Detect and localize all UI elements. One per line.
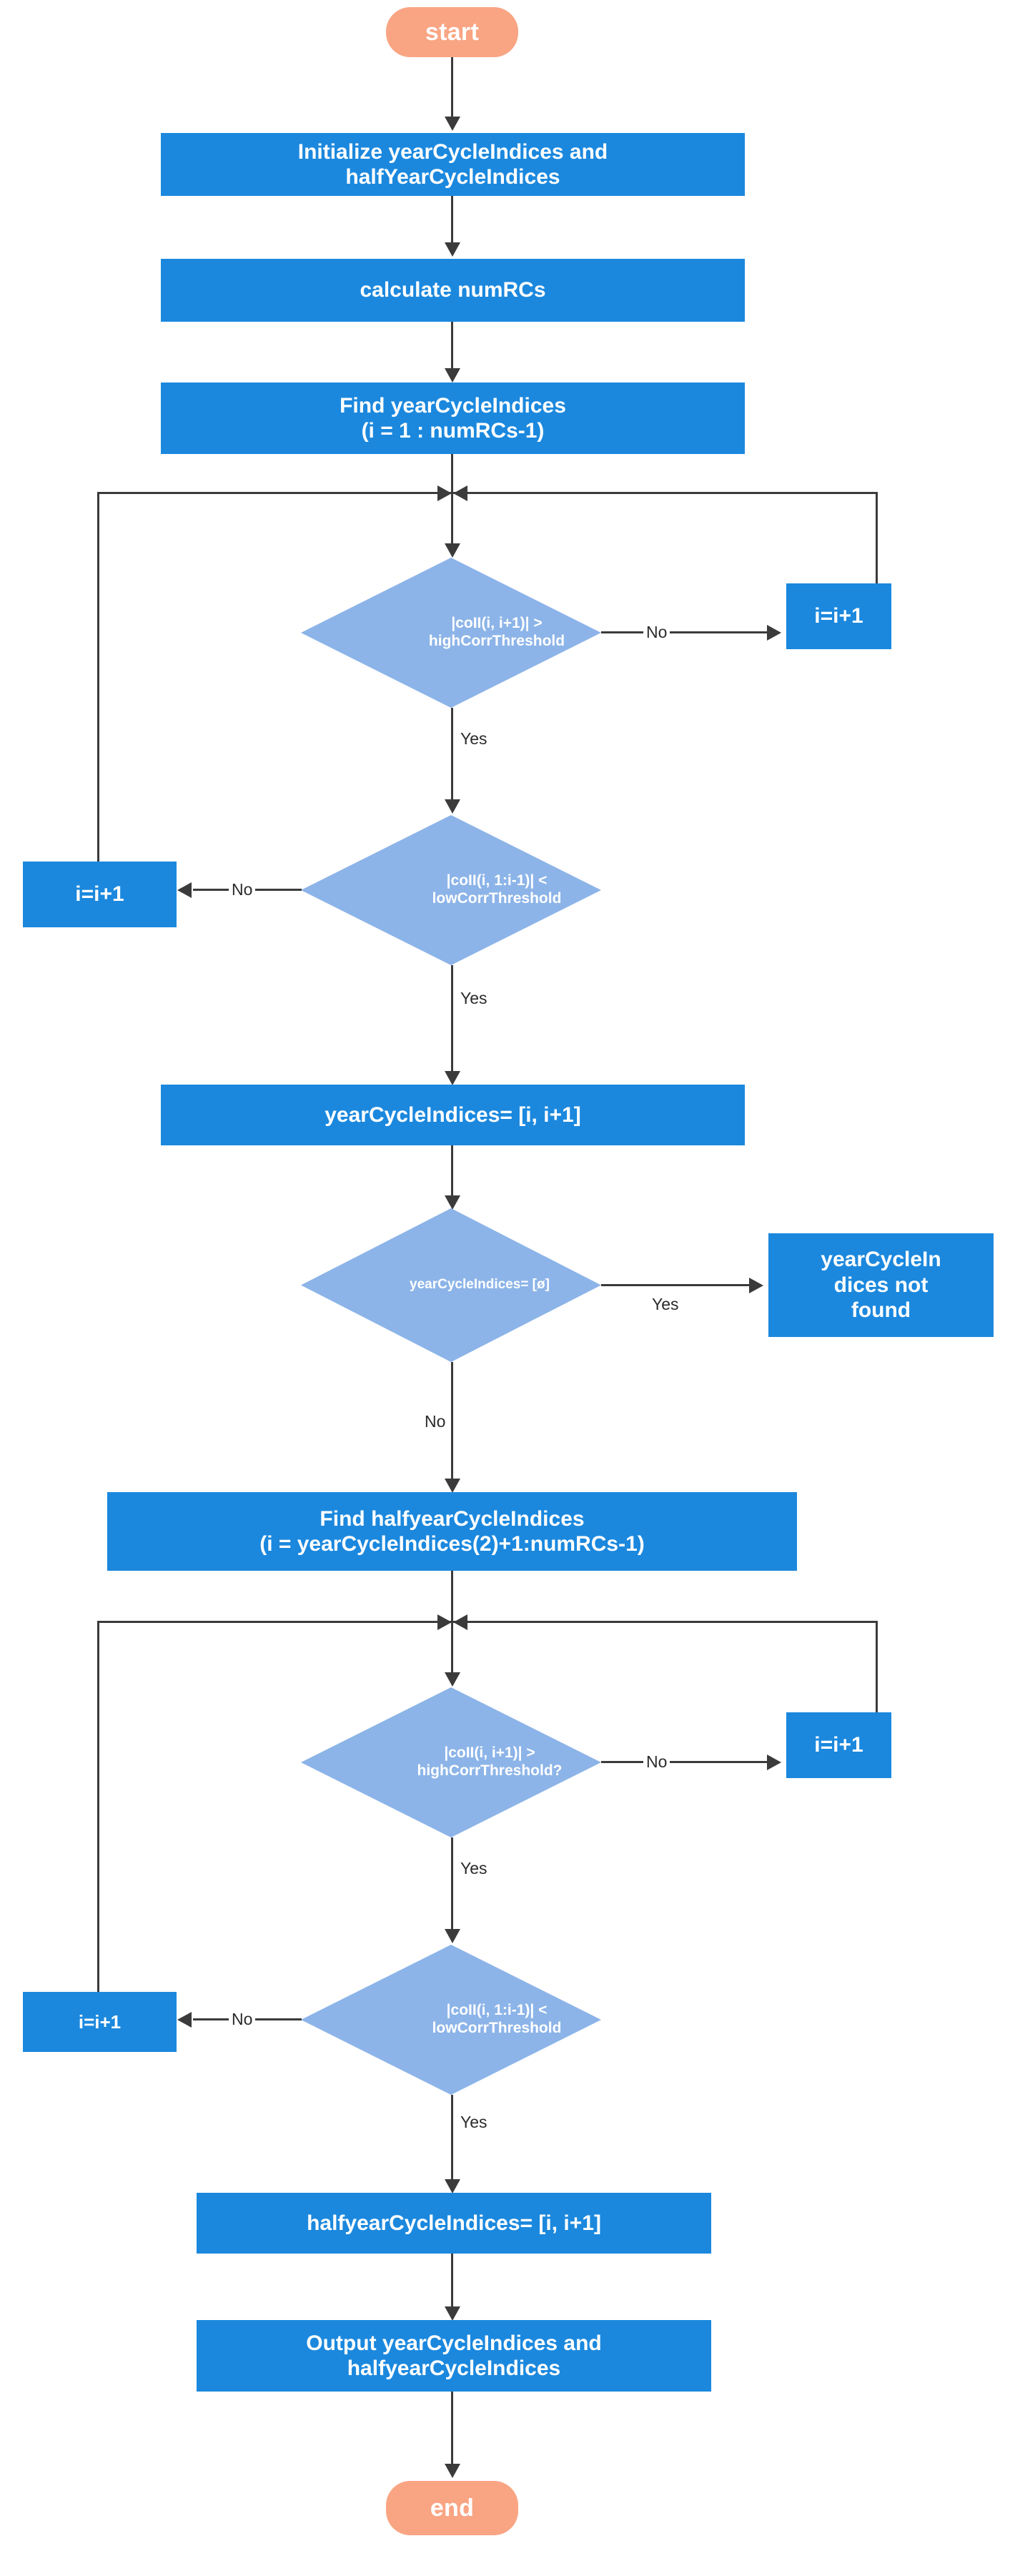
arrowhead-down xyxy=(445,368,460,383)
loop-rail-left-top-1 xyxy=(97,492,452,494)
edge-decempty-yes xyxy=(601,1284,755,1286)
node-half-assign[interactable]: halfyearCycleIndices= [i, i+1] xyxy=(197,2193,711,2254)
edge-merge2-to-dec3 xyxy=(451,1622,453,1674)
decision-label: |coII(i, i+1)| > highCorrThreshold? xyxy=(417,1745,563,1779)
edge-label-no-5: No xyxy=(229,2010,256,2029)
edge-decempty-no xyxy=(451,1362,453,1481)
loop-rail-left-vert-1 xyxy=(97,492,99,862)
node-initialize[interactable]: Initialize yearCycleIndices and halfYear… xyxy=(161,133,745,196)
node-year-not-found[interactable]: yearCycleIn dices not found xyxy=(768,1233,994,1337)
arrowhead-left xyxy=(177,2012,192,2028)
node-decision-high-corr-2[interactable]: |coII(i, i+1)| > highCorrThreshold? xyxy=(301,1687,601,1837)
loop-rail-right-vert-1 xyxy=(876,492,878,583)
arrowhead-down xyxy=(445,1929,460,1943)
edge-findhalf-to-merge2 xyxy=(451,1571,453,1622)
arrowhead-left xyxy=(453,1614,467,1630)
node-find-yearcycleindices[interactable]: Find yearCycleIndices (i = 1 : numRCs-1) xyxy=(161,383,745,454)
arrowhead-right xyxy=(767,625,781,641)
node-increment-3[interactable]: i=i+1 xyxy=(786,1712,891,1778)
arrowhead-down xyxy=(445,543,460,558)
edge-start-to-init xyxy=(451,57,453,118)
arrowhead-down xyxy=(445,1071,460,1085)
arrowhead-right xyxy=(437,485,452,501)
arrowhead-down xyxy=(445,799,460,814)
edge-dec4-yes xyxy=(451,2095,453,2182)
edge-label-no-2: No xyxy=(229,880,256,899)
edge-label-yes-1: Yes xyxy=(457,729,490,749)
node-start[interactable]: start xyxy=(386,7,518,57)
edge-label-no-4: No xyxy=(643,1752,670,1772)
loop-rail-left-vert-2 xyxy=(97,1621,99,1993)
edge-dec2-yes xyxy=(451,965,453,1074)
decision-label: |coII(i, 1:i-1)| < lowCorrThreshold xyxy=(432,2002,562,2036)
arrowhead-left xyxy=(453,485,467,501)
edge-calc-to-findyear xyxy=(451,322,453,370)
node-decision-year-empty[interactable]: yearCycleIndices= [ø] xyxy=(301,1208,601,1362)
edge-dec1-no xyxy=(601,631,775,633)
node-decision-high-corr-1[interactable]: |coII(i, i+1)| > highCorrThreshold xyxy=(301,558,601,708)
node-increment-1[interactable]: i=i+1 xyxy=(786,583,891,649)
arrowhead-right xyxy=(437,1614,452,1630)
arrowhead-down xyxy=(445,1672,460,1687)
edge-label-no-3: No xyxy=(422,1412,449,1431)
node-output[interactable]: Output yearCycleIndices and halfyearCycl… xyxy=(197,2320,711,2392)
edge-dec1-yes xyxy=(451,708,453,803)
edge-dec3-yes xyxy=(451,1837,453,1933)
arrowhead-right xyxy=(767,1755,781,1770)
node-year-assign[interactable]: yearCycleIndices= [i, i+1] xyxy=(161,1085,745,1145)
edge-dec3-no xyxy=(601,1761,775,1763)
loop-rail-left-top-2 xyxy=(97,1621,452,1623)
node-calculate-numrcs[interactable]: calculate numRCs xyxy=(161,259,745,322)
edge-label-no-1: No xyxy=(643,623,670,642)
edge-output-to-end xyxy=(451,2392,453,2467)
arrowhead-down xyxy=(445,1195,460,1210)
loop-rail-right-top-2 xyxy=(451,1621,878,1623)
node-increment-2[interactable]: i=i+1 xyxy=(23,862,177,927)
arrowhead-right xyxy=(749,1278,763,1293)
edge-findyear-to-merge xyxy=(451,454,453,493)
edge-label-yes-5: Yes xyxy=(457,2113,490,2132)
edge-label-yes-2: Yes xyxy=(457,989,490,1008)
arrowhead-down xyxy=(445,242,460,257)
node-decision-low-corr-1[interactable]: |coII(i, 1:i-1)| < lowCorrThreshold xyxy=(301,815,601,965)
loop-rail-right-top-1 xyxy=(451,492,878,494)
edge-label-yes-3: Yes xyxy=(649,1295,682,1314)
arrowhead-down xyxy=(445,117,460,131)
arrowhead-down xyxy=(445,2179,460,2193)
node-end[interactable]: end xyxy=(386,2481,518,2535)
arrowhead-down xyxy=(445,2306,460,2321)
decision-label: |coII(i, i+1)| > highCorrThreshold xyxy=(428,615,565,649)
node-find-halfyearcycleindices[interactable]: Find halfyearCycleIndices (i = yearCycle… xyxy=(107,1492,797,1571)
edge-halfassign-to-output xyxy=(451,2254,453,2309)
arrowhead-left xyxy=(177,882,192,898)
edge-init-to-calc xyxy=(451,196,453,244)
node-decision-low-corr-2[interactable]: |coII(i, 1:i-1)| < lowCorrThreshold xyxy=(301,1945,601,2095)
node-increment-4[interactable]: i=i+1 xyxy=(23,1992,177,2052)
arrowhead-down xyxy=(445,1479,460,1493)
edge-label-yes-4: Yes xyxy=(457,1859,490,1878)
loop-rail-right-vert-2 xyxy=(876,1621,878,1712)
edge-yearassign-to-decempty xyxy=(451,1145,453,1198)
decision-label: |coII(i, 1:i-1)| < lowCorrThreshold xyxy=(432,872,562,907)
arrowhead-down xyxy=(445,2464,460,2478)
decision-label: yearCycleIndices= [ø] xyxy=(410,1277,550,1293)
edge-merge-to-dec1 xyxy=(451,493,453,546)
